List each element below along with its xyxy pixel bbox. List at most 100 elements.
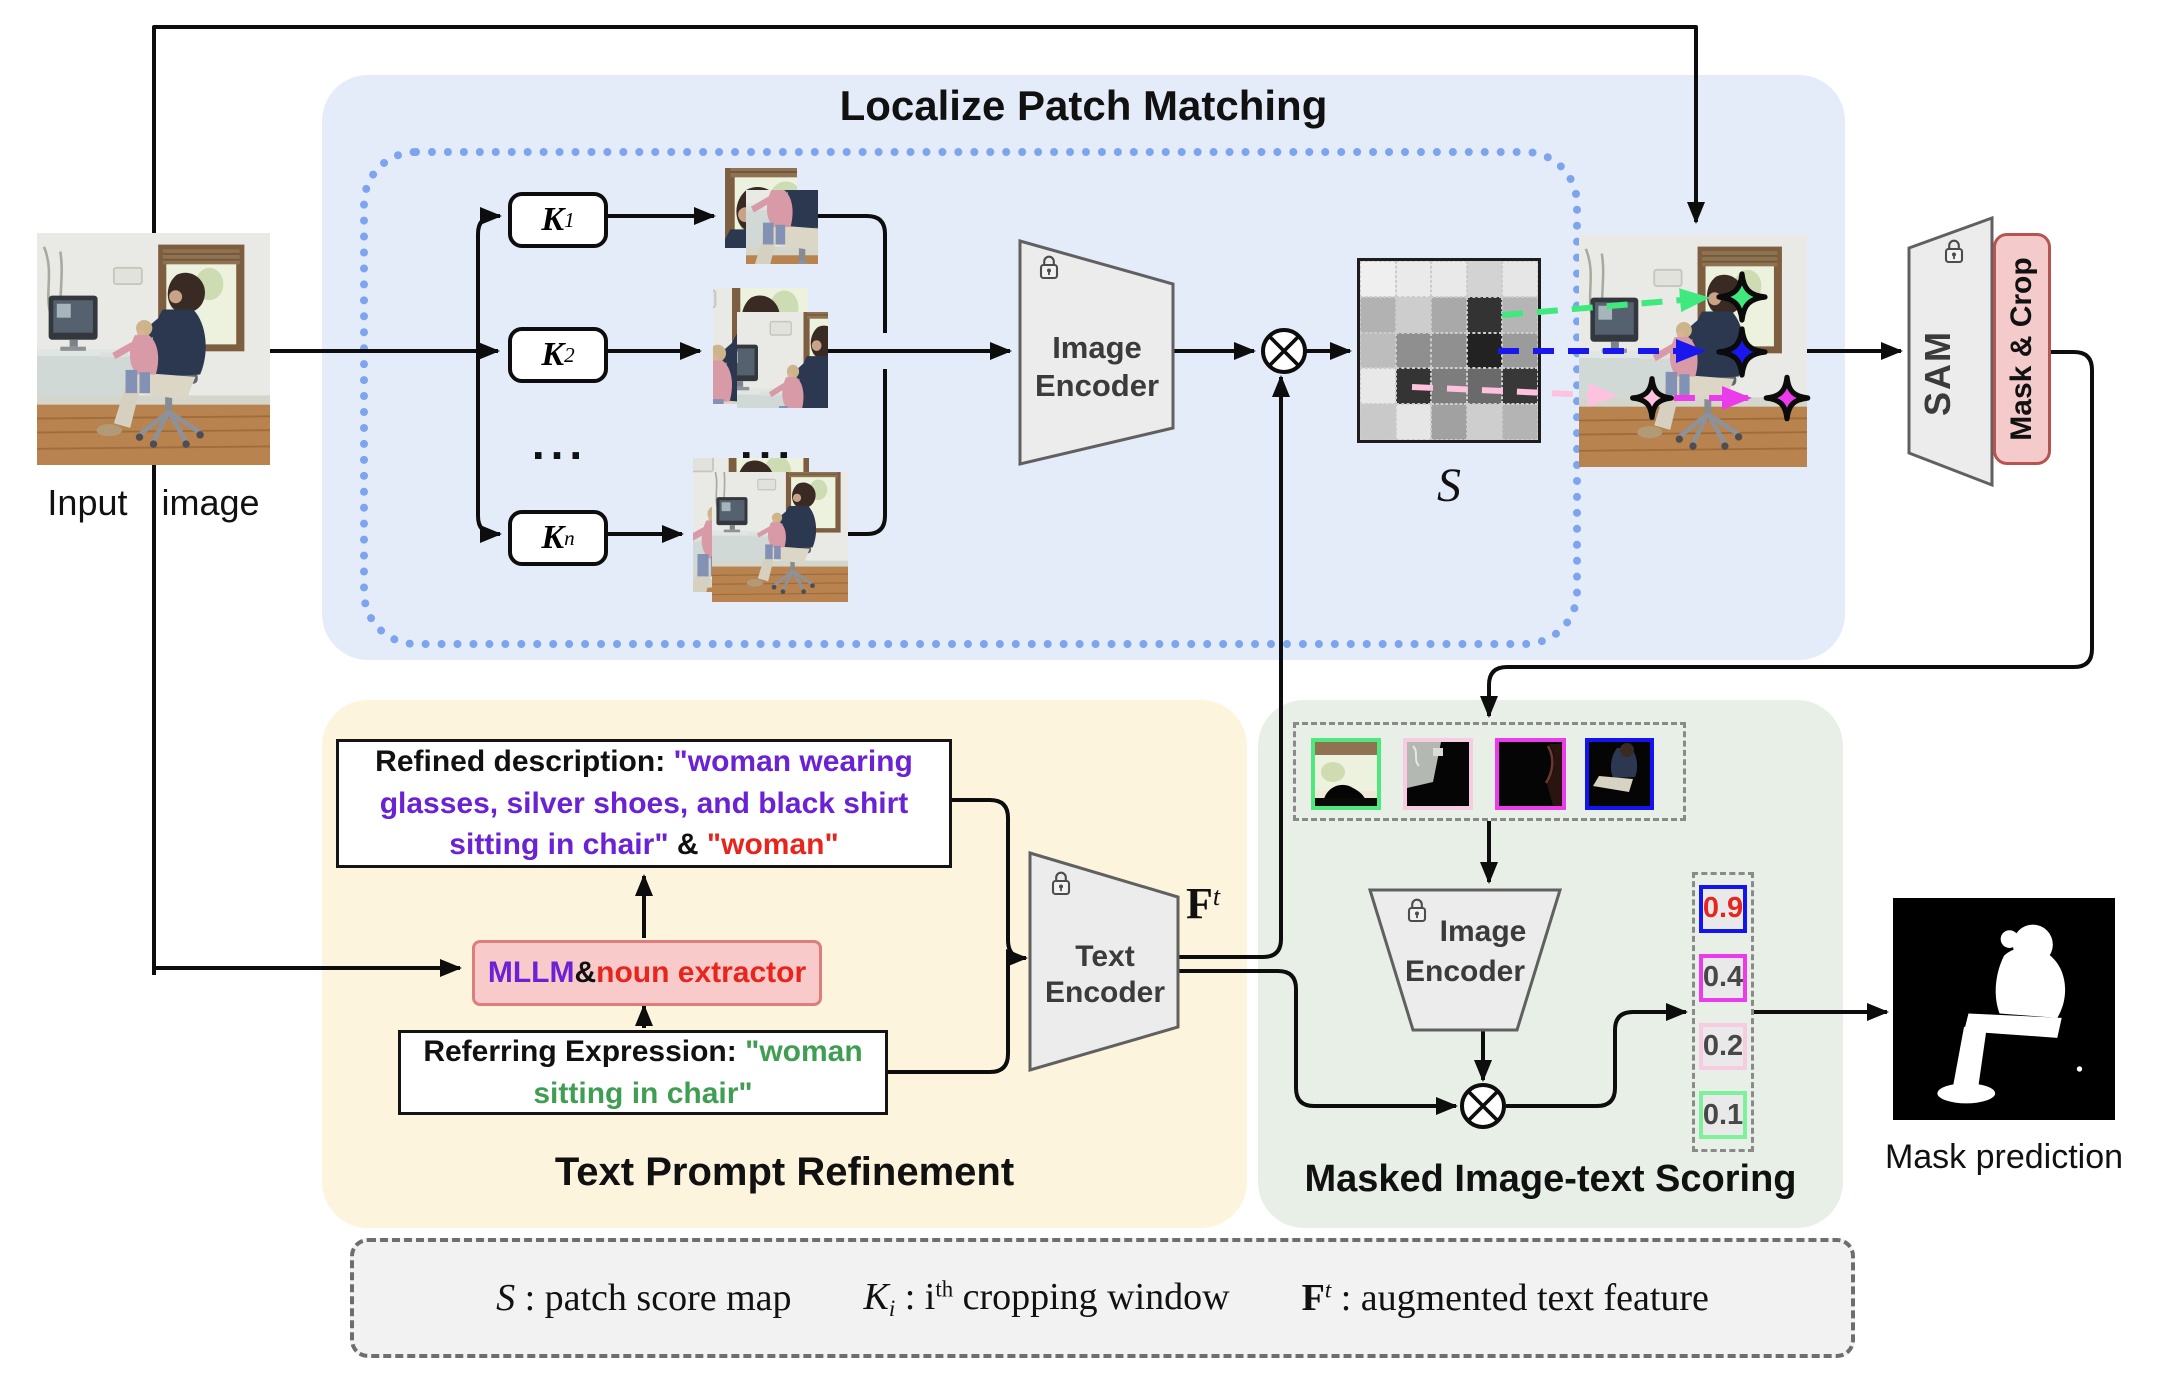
referring-expression-box: Referring Expression: "woman sitting in …	[398, 1030, 888, 1115]
localize-title: Localize Patch Matching	[839, 82, 1328, 129]
score-value: 0.1	[1699, 1091, 1747, 1139]
legend-f-text: : augmented text feature	[1331, 1277, 1709, 1319]
kn-subscript: n	[564, 525, 575, 550]
input-label-left: Input	[47, 482, 128, 523]
score-cell	[1395, 261, 1432, 297]
score-value: 0.2	[1699, 1022, 1747, 1071]
masked-crop-art	[1315, 742, 1377, 806]
legend-f-sup: t	[1324, 1277, 1332, 1303]
score-cell	[1395, 368, 1432, 405]
score-cell	[1431, 261, 1467, 297]
score-cell	[1395, 296, 1432, 333]
refined-prefix: Refined description:	[375, 745, 674, 779]
masked-crop-art	[1499, 742, 1562, 806]
score-value: 0.9	[1699, 885, 1747, 933]
text-encoder-line2: Encoder	[1045, 976, 1165, 1009]
legend-s-symbol: S	[496, 1277, 516, 1319]
patch-stack-1-front	[746, 190, 818, 264]
mask-silhouette-art	[1893, 898, 2115, 1120]
refined-description-box: Refined description: "woman wearing glas…	[336, 739, 952, 868]
score-cell	[1431, 296, 1467, 333]
score-cell	[1466, 404, 1503, 440]
legend-k-subscript: i	[888, 1295, 896, 1321]
legend-item-score-map: S : patch score map	[496, 1276, 791, 1320]
masked-crops-box	[1293, 722, 1686, 821]
score-column: 0.9 0.4 0.2 0.1	[1692, 872, 1754, 1152]
mask-and-crop-label: Mask & Crop	[2005, 257, 2038, 441]
refined-amp: &	[668, 828, 707, 862]
score-cell	[1466, 296, 1503, 333]
input-image	[37, 233, 270, 465]
score-cell	[1466, 368, 1503, 405]
legend-s-text: : patch score map	[515, 1277, 792, 1319]
legend-item-cropping-window: Ki : ith cropping window	[864, 1275, 1230, 1322]
legend-f-symbol: F	[1301, 1277, 1325, 1319]
patch-score-map	[1357, 258, 1541, 443]
referring-expression-text: "woman sitting in chair"	[533, 1035, 863, 1110]
augmented-text-feature-label: Ft	[1186, 878, 1220, 929]
legend-k-sup: th	[935, 1276, 954, 1302]
image-encoder-2-line2: Encoder	[1405, 955, 1525, 988]
text-encoder-line1: Text	[1075, 940, 1134, 973]
masked-crop-window	[1403, 738, 1473, 810]
score-cell	[1395, 332, 1432, 369]
ft-base: F	[1186, 879, 1213, 928]
ft-superscript: t	[1212, 882, 1221, 911]
score-cell	[1502, 368, 1538, 405]
input-label-right: image	[161, 482, 260, 523]
score-cell	[1502, 261, 1538, 297]
score-cell	[1395, 404, 1432, 440]
legend-k-symbol: K	[863, 1275, 889, 1318]
score-cell	[1360, 368, 1396, 405]
image-encoder-1-line1: Image	[1052, 330, 1142, 365]
text-encoder: Text Encoder	[1028, 850, 1180, 1072]
matched-image	[1579, 235, 1807, 467]
k1-symbol: K	[541, 201, 565, 238]
k2-symbol: K	[541, 336, 565, 373]
refine-title: Text Prompt Refinement	[554, 1150, 1015, 1194]
refined-noun-text: "woman"	[706, 828, 839, 862]
score-cell	[1431, 368, 1467, 405]
masked-crop-window	[1311, 738, 1381, 810]
k2-subscript: 2	[564, 342, 575, 367]
score-cell	[1466, 332, 1503, 369]
score-cell	[1360, 296, 1396, 333]
score-cell	[1502, 332, 1538, 369]
score-cell	[1466, 261, 1503, 297]
image-encoder-1-line2: Encoder	[1035, 368, 1159, 403]
image-encoder-2: Image Encoder	[1367, 888, 1563, 1032]
score-cell	[1360, 404, 1396, 440]
input-image-label: Input image	[17, 482, 290, 524]
scoring-title: Masked Image-text Scoring	[1304, 1158, 1797, 1200]
masked-crop-art	[1407, 742, 1469, 806]
k1-subscript: 1	[564, 207, 575, 232]
mllm-label: MLLM	[487, 956, 575, 989]
patch-stack-2-front	[737, 312, 828, 408]
image-encoder-2-line1: Image	[1440, 915, 1527, 948]
image-encoder-1: Image Encoder	[1018, 239, 1175, 466]
score-cell	[1431, 332, 1467, 369]
legend-k-mid: : i	[895, 1275, 936, 1318]
masked-crop-window	[1495, 738, 1566, 810]
mask-and-crop-block: Mask & Crop	[1993, 233, 2051, 465]
score-map-label: S	[1437, 459, 1461, 512]
score-cell	[1502, 296, 1538, 333]
score-value: 0.4	[1699, 953, 1747, 1002]
masked-crop-art	[1589, 742, 1650, 806]
score-cell	[1502, 404, 1538, 440]
sam-label: SAM	[1917, 330, 1958, 416]
legend-box: S : patch score map Ki : ith cropping wi…	[350, 1238, 1855, 1358]
mllm-noun-extractor-box: MLLM & noun extractor	[472, 940, 822, 1006]
score-cell	[1360, 332, 1396, 369]
mask-prediction-image	[1893, 898, 2115, 1120]
noun-extractor-label: noun extractor	[596, 956, 807, 989]
score-cell	[1431, 404, 1467, 440]
patch-stack-n-front	[712, 472, 848, 602]
score-cell	[1360, 261, 1396, 297]
legend-k-text: cropping window	[953, 1275, 1230, 1318]
ellipsis-windows: ...	[531, 417, 589, 469]
